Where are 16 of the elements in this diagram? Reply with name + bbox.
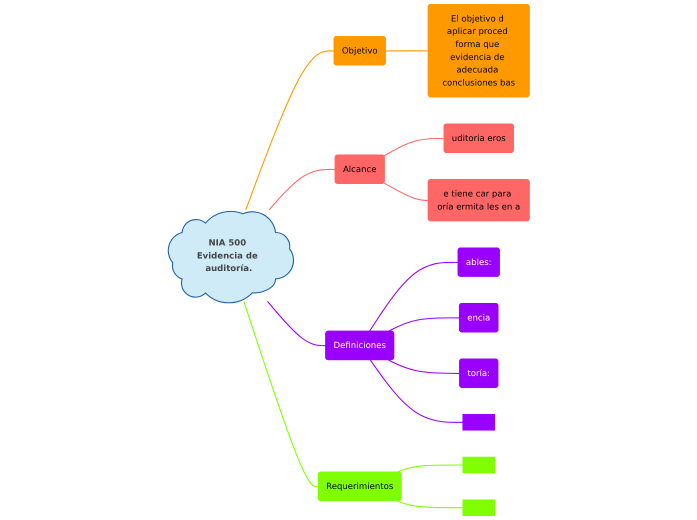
connector	[244, 50, 334, 210]
connector	[396, 500, 462, 508]
connector	[383, 138, 444, 156]
connector	[388, 360, 460, 374]
connector	[396, 464, 462, 473]
connector	[243, 301, 318, 488]
connector	[388, 317, 460, 332]
node-box	[462, 414, 495, 431]
node-box	[462, 499, 495, 516]
connector	[266, 301, 326, 346]
connector	[368, 262, 458, 332]
node-box	[462, 456, 495, 474]
connector	[383, 182, 428, 201]
connector	[268, 168, 335, 210]
connector	[370, 360, 462, 423]
connector	[386, 50, 428, 52]
